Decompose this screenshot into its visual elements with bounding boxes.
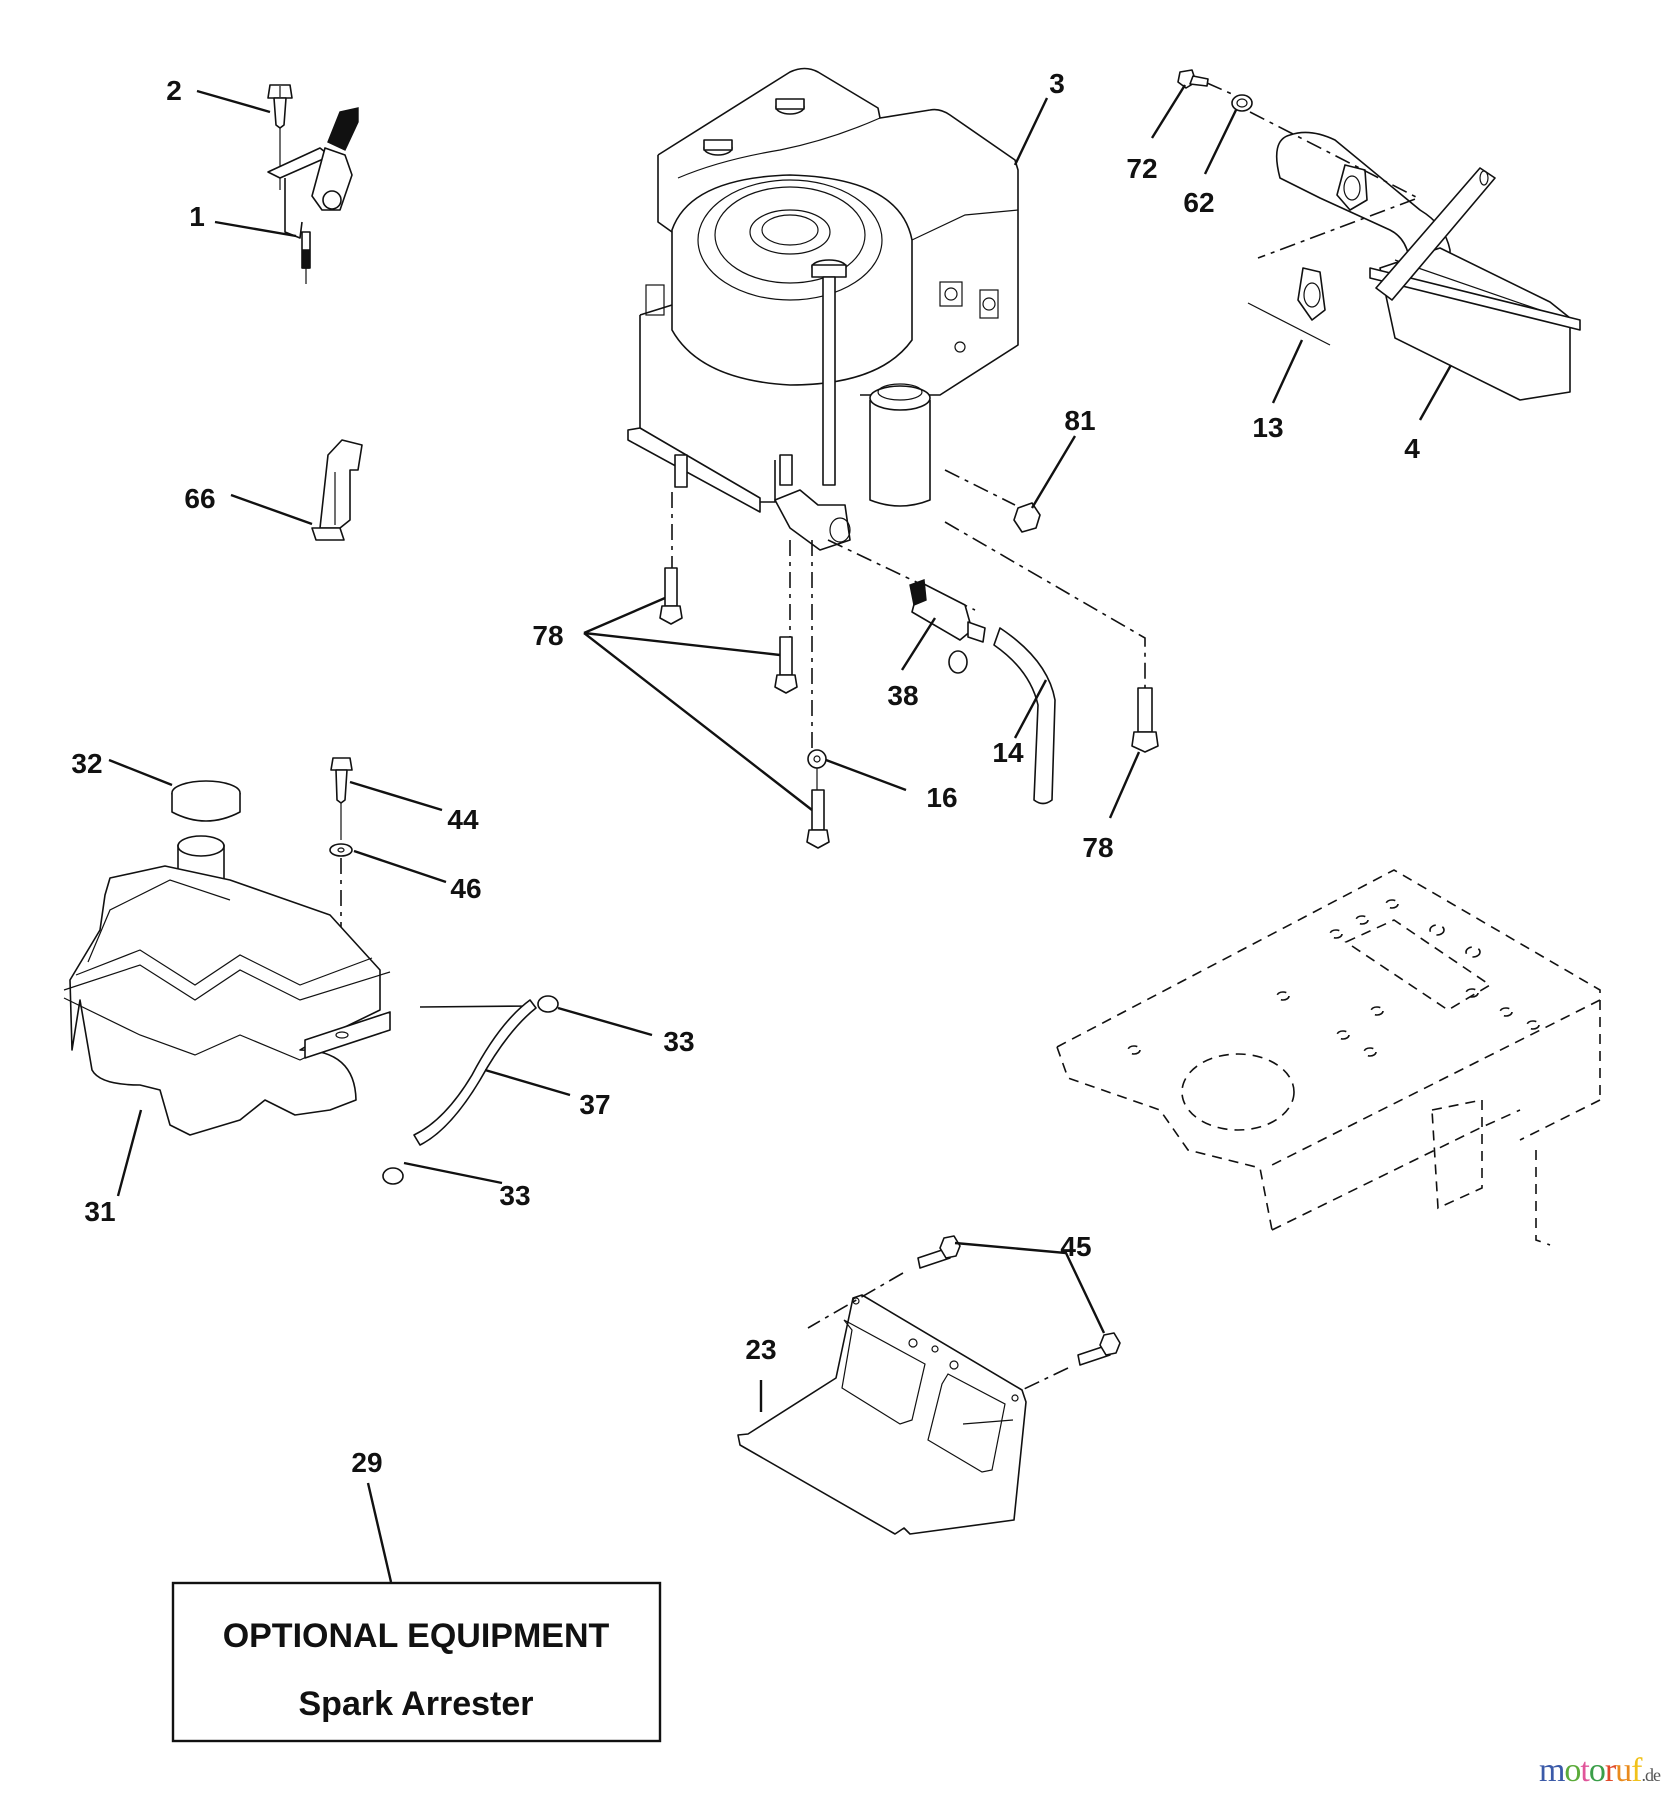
leader-4 — [1418, 364, 1453, 421]
leader-33b — [403, 1161, 503, 1185]
leader-62 — [1203, 109, 1238, 175]
callout-1: 1 — [189, 201, 205, 232]
callout-44: 44 — [447, 804, 479, 835]
optional-equipment-title: OPTIONAL EQUIPMENT — [223, 1617, 610, 1655]
frame-part — [1056, 869, 1601, 1246]
motoruf-logo: motoruf.de — [1538, 1752, 1661, 1790]
callout-33a: 33 — [663, 1026, 694, 1057]
leader-2 — [196, 89, 271, 114]
optional-equipment-box: OPTIONAL EQUIPMENT Spark Arrester — [171, 1581, 662, 1743]
callout-16: 16 — [926, 782, 957, 813]
leader-78b — [1108, 751, 1141, 819]
logo-suffix: .de — [1641, 1765, 1661, 1785]
logo-letter: r — [1604, 1752, 1616, 1789]
logo-letter: u — [1615, 1752, 1632, 1789]
leader-1 — [214, 220, 297, 238]
leader-32 — [108, 758, 173, 787]
callout-4: 4 — [1404, 433, 1420, 464]
callout-2: 2 — [166, 75, 182, 106]
callout-32: 32 — [71, 748, 102, 779]
callout-66: 66 — [184, 483, 215, 514]
engine-part — [627, 67, 1019, 551]
leader-38 — [900, 617, 937, 671]
logo-letter: t — [1580, 1752, 1590, 1789]
callout-23: 23 — [745, 1334, 776, 1365]
callout-45: 45 — [1060, 1231, 1091, 1262]
leader-78a — [583, 596, 813, 811]
leader-14 — [1013, 679, 1048, 739]
callout-38: 38 — [887, 680, 918, 711]
leader-46 — [353, 849, 447, 884]
callout-33b: 33 — [499, 1180, 530, 1211]
leader-29 — [366, 1482, 393, 1583]
leader-16 — [825, 758, 907, 792]
callout-72: 72 — [1126, 153, 1157, 184]
callout-81: 81 — [1064, 405, 1095, 436]
bracket-66-part — [311, 439, 363, 541]
callout-78a: 78 — [532, 620, 563, 651]
fuel-tank-part — [63, 757, 391, 1136]
logo-letter: o — [1588, 1752, 1606, 1789]
leader-44 — [349, 780, 443, 812]
leader-45 — [954, 1241, 1106, 1334]
logo-letter: f — [1631, 1752, 1642, 1789]
leader-lines — [108, 84, 1453, 1583]
callout-31: 31 — [84, 1196, 115, 1227]
leader-72 — [1150, 84, 1187, 139]
callout-37: 37 — [579, 1089, 610, 1120]
leader-66 — [230, 493, 313, 526]
leader-33a — [557, 1006, 653, 1037]
muffler-part — [1177, 69, 1581, 401]
fuel-hose-part — [382, 995, 559, 1185]
logo-letter: o — [1564, 1752, 1581, 1789]
leader-13 — [1271, 339, 1304, 404]
callout-29: 29 — [351, 1447, 382, 1478]
callout-13: 13 — [1252, 412, 1283, 443]
leader-37 — [484, 1068, 571, 1097]
callout-labels: 2 1 66 3 72 62 13 4 81 78 78 38 14 16 32… — [71, 68, 1420, 1478]
callout-14: 14 — [992, 737, 1024, 768]
leader-81 — [1030, 435, 1077, 509]
engine-hardware — [659, 469, 1159, 849]
logo-letter: m — [1538, 1752, 1565, 1789]
leader-3 — [1013, 97, 1049, 166]
callout-3: 3 — [1049, 68, 1065, 99]
callout-62: 62 — [1183, 187, 1214, 218]
leader-31 — [116, 1109, 143, 1197]
callout-46: 46 — [450, 873, 481, 904]
throttle-control-part — [267, 84, 359, 284]
heat-shield-part — [737, 1235, 1121, 1535]
callout-78b: 78 — [1082, 832, 1113, 863]
optional-equipment-subtitle: Spark Arrester — [299, 1685, 534, 1723]
